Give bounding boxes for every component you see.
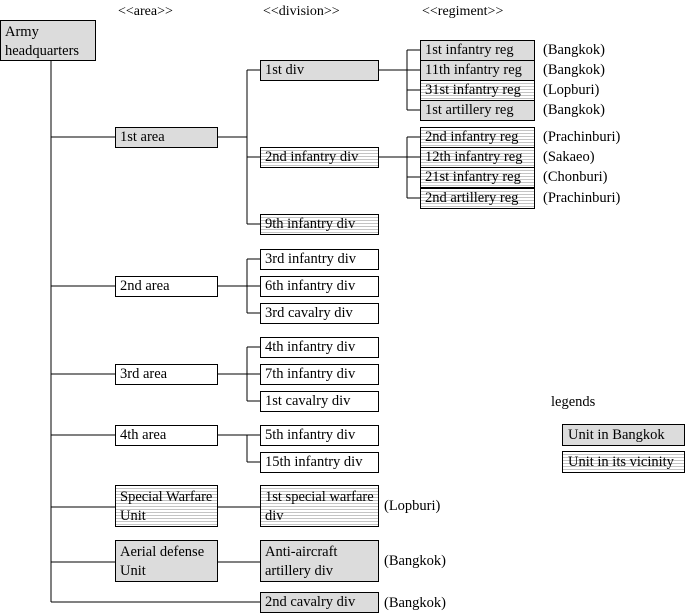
- division-1st-cavalry-box: 1st cavalry div: [260, 391, 379, 412]
- division-3rd-cavalry-box: 3rd cavalry div: [260, 303, 379, 324]
- division-2nd-cavalry-location: (Bangkok): [384, 595, 447, 611]
- division-anti-aircraft-artillery-location: (Bangkok): [384, 553, 447, 569]
- division-anti-aircraft-artillery-box: Anti-aircraft artillery div: [260, 540, 379, 582]
- aerial-defense-unit-box: Aerial defense Unit: [115, 540, 218, 582]
- regiment-2nd-artillery-location: (Prachinburi): [543, 190, 621, 206]
- legend-bangkok-swatch: Unit in Bangkok: [562, 424, 685, 446]
- regiment-12th-infantry-box: 12th infantry reg: [420, 147, 535, 168]
- area-4th-box: 4th area: [115, 425, 218, 446]
- area-2nd-box: 2nd area: [115, 276, 218, 297]
- division-15th-infantry-box: 15th infantry div: [260, 452, 379, 473]
- regiment-1st-infantry-location: (Bangkok): [543, 42, 606, 58]
- regiment-11th-infantry-box: 11th infantry reg: [420, 60, 535, 81]
- regiment-21st-infantry-location: (Chonburi): [543, 169, 608, 185]
- division-7th-infantry-box: 7th infantry div: [260, 364, 379, 385]
- division-4th-infantry-box: 4th infantry div: [260, 337, 379, 358]
- division-6th-infantry-box: 6th infantry div: [260, 276, 379, 297]
- area-1st-box: 1st area: [115, 127, 218, 148]
- army-headquarters-box: Army headquarters: [0, 20, 96, 61]
- division-9th-infantry-box: 9th infantry div: [260, 214, 379, 235]
- division-1st-box: 1st div: [260, 60, 379, 81]
- division-2nd-infantry-box: 2nd infantry div: [260, 147, 379, 168]
- regiment-2nd-infantry-location: (Prachinburi): [543, 129, 621, 145]
- regiment-11th-infantry-location: (Bangkok): [543, 62, 606, 78]
- division-1st-special-warfare-box: 1st special warfare div: [260, 485, 379, 527]
- regiment-2nd-artillery-box: 2nd artillery reg: [420, 188, 535, 209]
- regiment-1st-artillery-location: (Bangkok): [543, 102, 606, 118]
- regiment-1st-artillery-box: 1st artillery reg: [420, 100, 535, 121]
- area-3rd-box: 3rd area: [115, 364, 218, 385]
- regiment-column-header: <<regiment>>: [422, 4, 504, 19]
- area-column-header: <<area>>: [118, 4, 173, 19]
- division-2nd-cavalry-box: 2nd cavalry div: [260, 592, 379, 613]
- regiment-12th-infantry-location: (Sakaeo): [543, 149, 595, 165]
- legend-title: legends: [551, 394, 596, 410]
- division-1st-special-warfare-location: (Lopburi): [384, 498, 441, 514]
- regiment-31st-infantry-location: (Lopburi): [543, 82, 600, 98]
- division-column-header: <<division>>: [263, 4, 340, 19]
- division-3rd-infantry-box: 3rd infantry div: [260, 249, 379, 270]
- legend-vicinity-swatch: Unit in its vicinity: [562, 451, 685, 473]
- regiment-21st-infantry-box: 21st infantry reg: [420, 167, 535, 188]
- regiment-1st-infantry-box: 1st infantry reg: [420, 40, 535, 61]
- special-warfare-unit-box: Special Warfare Unit: [115, 485, 218, 527]
- division-5th-infantry-box: 5th infantry div: [260, 425, 379, 446]
- regiment-31st-infantry-box: 31st infantry reg: [420, 80, 535, 101]
- regiment-2nd-infantry-box: 2nd infantry reg: [420, 127, 535, 148]
